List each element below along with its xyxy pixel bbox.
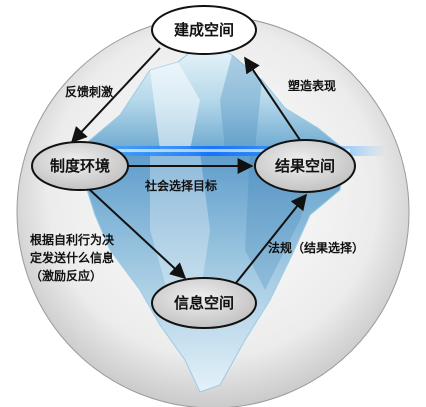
edge-label-feedback: 反馈刺激 bbox=[65, 84, 113, 99]
edge-label-decision-line-3: （激励反应） bbox=[30, 268, 102, 283]
node-institutional-environment-label: 制度环境 bbox=[50, 157, 110, 175]
edge-label-regulation: 法规（结果选择） bbox=[268, 240, 364, 255]
iceberg-body bbox=[74, 151, 346, 393]
node-institutional-environment: 制度环境 bbox=[31, 141, 129, 191]
arrow-decision bbox=[89, 189, 187, 280]
node-information-space: 信息空间 bbox=[151, 277, 257, 329]
waterline-highlight bbox=[80, 149, 350, 152]
edge-label-shaping: 塑造表现 bbox=[288, 78, 336, 93]
node-constructed-space-label: 建成空间 bbox=[174, 21, 234, 39]
arrow-shaping bbox=[244, 56, 301, 141]
edge-label-social-selection: 社会选择目标 bbox=[144, 178, 217, 193]
iceberg-tip bbox=[76, 39, 347, 151]
iceberg-tip-shade bbox=[150, 62, 200, 150]
edge-label-decision-line-1: 根据自利行为决 bbox=[30, 232, 115, 247]
node-outcome-space: 结果空间 bbox=[254, 139, 356, 193]
edge-label-decision-line-2: 定发送什么信息 bbox=[30, 250, 114, 265]
arrow-regulation bbox=[231, 193, 307, 289]
arrow-feedback bbox=[70, 47, 161, 144]
node-constructed-space: 建成空间 bbox=[151, 5, 257, 55]
iceberg-tip-shade-2 bbox=[220, 55, 262, 150]
node-information-space-label: 信息空间 bbox=[174, 294, 234, 312]
node-outcome-space-label: 结果空间 bbox=[275, 157, 335, 175]
